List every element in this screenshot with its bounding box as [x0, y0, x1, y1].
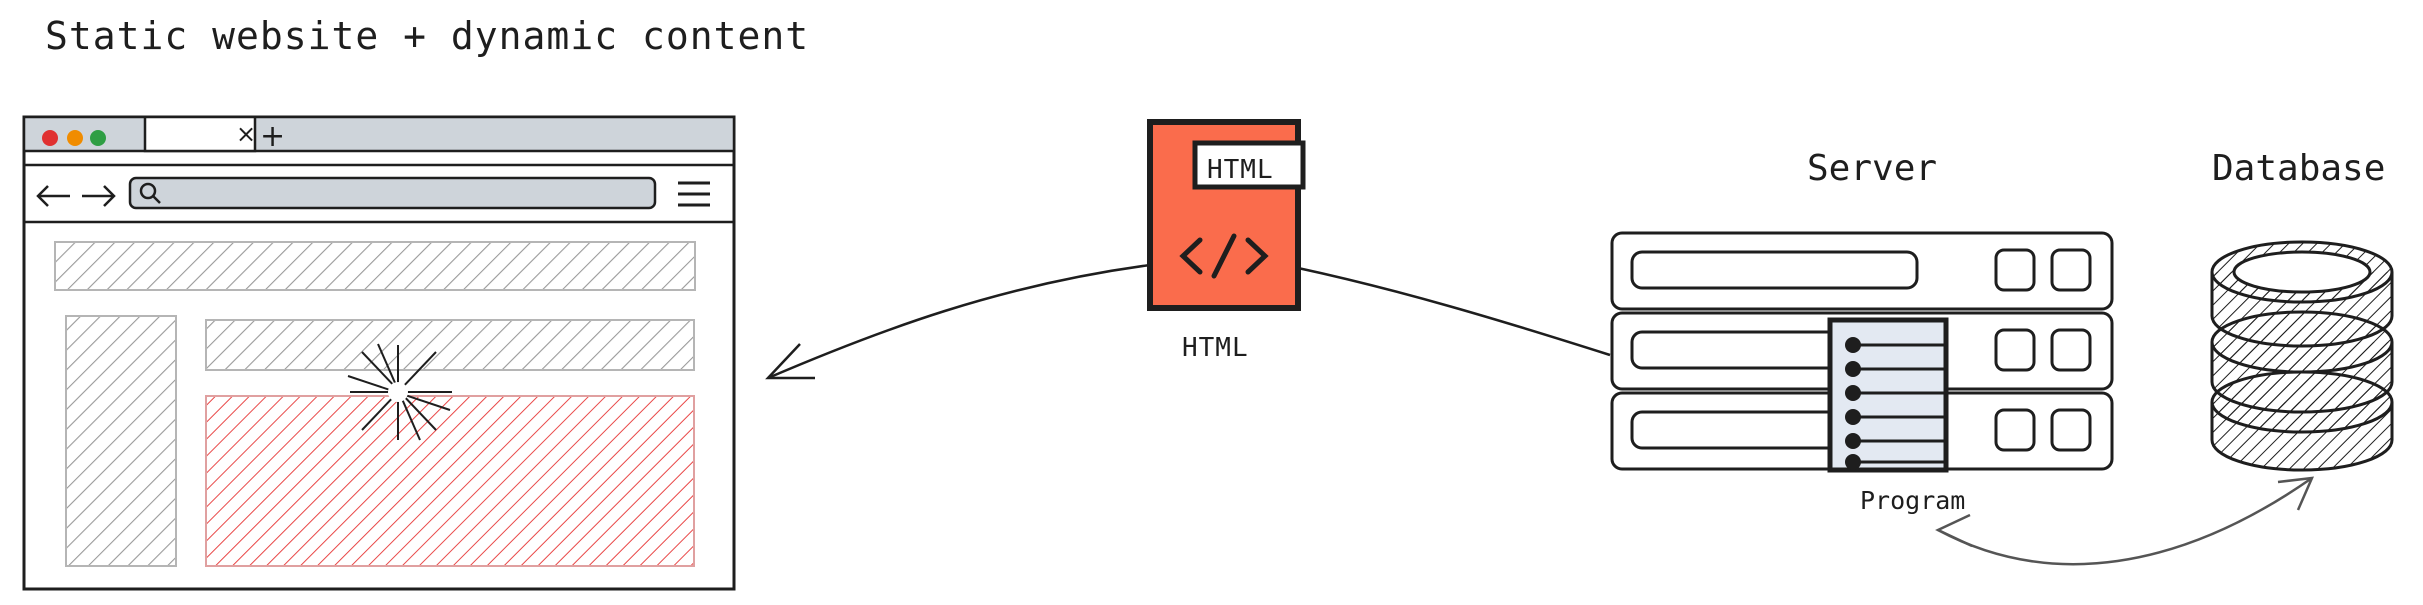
window-minimize-dot[interactable] — [67, 130, 83, 146]
tab-strip — [22, 115, 736, 153]
html-document-icon — [1147, 119, 1306, 311]
address-bar[interactable] — [128, 176, 657, 210]
window-close-dot[interactable] — [42, 130, 58, 146]
program-panel — [1827, 317, 1949, 473]
hamburger-menu-icon[interactable] — [678, 181, 710, 207]
program-label: Program — [1860, 486, 1966, 515]
browser-window: × + — [22, 115, 736, 591]
arrow-html-to-browser — [767, 263, 1151, 380]
browser-tab[interactable] — [143, 115, 257, 153]
code-icon — [1179, 233, 1269, 279]
static-header-block — [54, 241, 696, 291]
back-arrow-icon[interactable] — [36, 185, 70, 207]
html-caption: HTML — [1182, 333, 1249, 363]
static-sidebar-block — [65, 315, 177, 567]
arrow-head-to-browser — [765, 343, 815, 380]
window-maximize-dot[interactable] — [90, 130, 106, 146]
forward-arrow-icon[interactable] — [82, 185, 116, 207]
static-content-block — [205, 319, 695, 371]
connector-server-to-html — [1297, 266, 1611, 357]
tab-close-icon[interactable]: × — [236, 120, 256, 148]
diagram-title: Static website + dynamic content — [45, 14, 810, 58]
database-icon — [2210, 240, 2394, 472]
html-badge — [1192, 140, 1306, 190]
html-badge-label: HTML — [1207, 155, 1274, 185]
program-database-arrow — [1937, 476, 2313, 566]
dynamic-content-block — [205, 395, 695, 567]
new-tab-icon[interactable]: + — [260, 119, 285, 154]
server-label: Server — [1807, 148, 1938, 189]
database-label: Database — [2212, 148, 2386, 189]
search-icon — [139, 182, 161, 204]
